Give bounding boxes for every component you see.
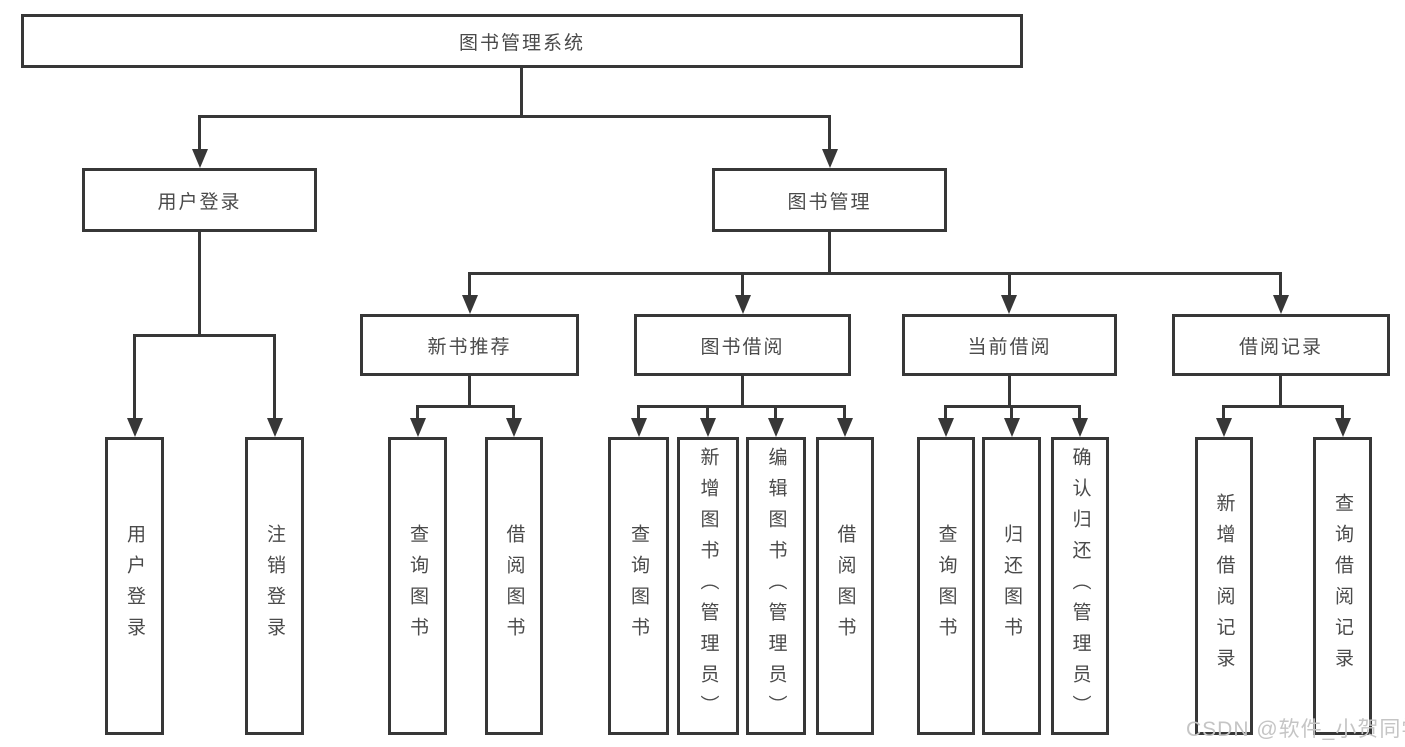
connector-logout-leaf-drop xyxy=(273,334,276,424)
node-root: 图书管理系统 xyxy=(21,14,1023,68)
node-new-book-rec-label: 新书推荐 xyxy=(427,336,512,358)
node-leaf-add-book-admin: 新增图书（管理员） xyxy=(677,437,739,735)
connector-user-login-rail xyxy=(133,334,276,337)
arrow-down-icon xyxy=(700,418,716,437)
node-leaf-add-borrow-record-label: 新增借阅记录 xyxy=(1213,493,1235,679)
arrow-down-icon xyxy=(410,418,426,437)
connector-leaf-drop xyxy=(512,405,515,425)
node-leaf-borrow-books-a-label: 借阅图书 xyxy=(503,524,525,648)
node-leaf-add-borrow-record: 新增借阅记录 xyxy=(1195,437,1253,735)
connector-new-book-rail xyxy=(416,405,515,408)
node-leaf-return-books-label: 归还图书 xyxy=(1001,524,1022,648)
node-leaf-confirm-return-admin: 确认归还（管理员） xyxy=(1051,437,1109,735)
node-leaf-logout-label: 注销登录 xyxy=(264,524,285,648)
node-book-mgmt: 图书管理 xyxy=(712,168,947,232)
arrow-down-icon xyxy=(127,418,143,437)
arrow-down-icon xyxy=(267,418,283,437)
connector-current-borrow-stem xyxy=(1008,376,1011,407)
arrow-down-icon xyxy=(462,295,478,314)
connector-current-borrow-drop xyxy=(1008,272,1011,300)
node-leaf-user-login: 用户登录 xyxy=(105,437,164,735)
node-leaf-query-books-a: 查询图书 xyxy=(388,437,447,735)
arrow-down-icon xyxy=(822,149,838,168)
node-book-borrow-label: 图书借阅 xyxy=(700,336,785,358)
node-leaf-query-borrow-record-label: 查询借阅记录 xyxy=(1332,493,1353,679)
node-leaf-borrow-books-a: 借阅图书 xyxy=(485,437,543,735)
connector-leaf-drop xyxy=(843,405,846,425)
arrow-down-icon xyxy=(1216,418,1232,437)
node-leaf-confirm-return-admin-label: 确认归还（管理员） xyxy=(1069,446,1091,726)
arrow-down-icon xyxy=(735,295,751,314)
node-borrow-records-label: 借阅记录 xyxy=(1238,336,1323,358)
connector-leaf-drop xyxy=(1341,405,1344,425)
arrow-down-icon xyxy=(1273,295,1289,314)
connector-leaf-drop xyxy=(774,405,777,425)
node-leaf-user-login-label: 用户登录 xyxy=(124,524,145,648)
node-root-label: 图书管理系统 xyxy=(458,32,585,54)
connector-leaf-drop xyxy=(637,405,640,425)
node-leaf-query-books-b: 查询图书 xyxy=(608,437,669,735)
connector-borrow-records-rail xyxy=(1222,405,1344,408)
connector-book-borrow-drop xyxy=(741,272,744,300)
connector-book-borrow-stem xyxy=(741,376,744,407)
node-new-book-rec: 新书推荐 xyxy=(360,314,579,376)
connector-user-login-stem xyxy=(198,232,201,337)
arrow-down-icon xyxy=(1335,418,1351,437)
node-user-login: 用户登录 xyxy=(82,168,317,232)
arrow-down-icon xyxy=(1001,295,1017,314)
node-current-borrow-label: 当前借阅 xyxy=(967,336,1052,358)
arrow-down-icon xyxy=(938,418,954,437)
node-leaf-query-books-c: 查询图书 xyxy=(917,437,975,735)
node-book-borrow: 图书借阅 xyxy=(634,314,851,376)
node-leaf-add-book-admin-label: 新增图书（管理员） xyxy=(697,446,719,726)
connector-root-stem xyxy=(520,68,523,118)
connector-login-leaf-drop xyxy=(133,334,136,424)
watermark: CSDN @软件_小贺同学 xyxy=(1186,718,1405,741)
connector-level3-rail xyxy=(468,272,1282,275)
node-leaf-query-books-b-label: 查询图书 xyxy=(628,524,649,648)
node-borrow-records: 借阅记录 xyxy=(1172,314,1390,376)
node-leaf-query-borrow-record: 查询借阅记录 xyxy=(1313,437,1372,735)
arrow-down-icon xyxy=(1004,418,1020,437)
connector-new-book-drop xyxy=(468,272,471,300)
arrow-down-icon xyxy=(506,418,522,437)
node-user-login-label: 用户登录 xyxy=(157,191,242,213)
connector-borrow-records-drop xyxy=(1279,272,1282,300)
arrow-down-icon xyxy=(837,418,853,437)
node-leaf-query-books-c-label: 查询图书 xyxy=(935,524,957,648)
node-leaf-borrow-books-b: 借阅图书 xyxy=(816,437,874,735)
node-leaf-logout: 注销登录 xyxy=(245,437,304,735)
node-leaf-return-books: 归还图书 xyxy=(982,437,1041,735)
node-leaf-query-books-a-label: 查询图书 xyxy=(407,524,428,648)
node-leaf-edit-book-admin-label: 编辑图书（管理员） xyxy=(765,446,787,726)
arrow-down-icon xyxy=(768,418,784,437)
arrow-down-icon xyxy=(631,418,647,437)
connector-level2-rail xyxy=(198,115,831,118)
arrow-down-icon xyxy=(1072,418,1088,437)
node-leaf-borrow-books-b-label: 借阅图书 xyxy=(834,524,856,648)
connector-leaf-drop xyxy=(944,405,947,425)
connector-user-login-drop xyxy=(198,115,201,154)
connector-leaf-drop xyxy=(1010,405,1013,425)
node-current-borrow: 当前借阅 xyxy=(902,314,1117,376)
connector-leaf-drop xyxy=(416,405,419,425)
connector-leaf-drop xyxy=(1222,405,1225,425)
node-leaf-edit-book-admin: 编辑图书（管理员） xyxy=(746,437,806,735)
connector-new-book-stem xyxy=(468,376,471,407)
connector-book-borrow-rail xyxy=(637,405,846,408)
arrow-down-icon xyxy=(192,149,208,168)
connector-book-mgmt-drop xyxy=(828,115,831,154)
node-book-mgmt-label: 图书管理 xyxy=(787,191,872,213)
connector-borrow-records-stem xyxy=(1279,376,1282,407)
connector-book-mgmt-stem xyxy=(828,232,831,275)
connector-leaf-drop xyxy=(1078,405,1081,425)
connector-leaf-drop xyxy=(706,405,709,425)
